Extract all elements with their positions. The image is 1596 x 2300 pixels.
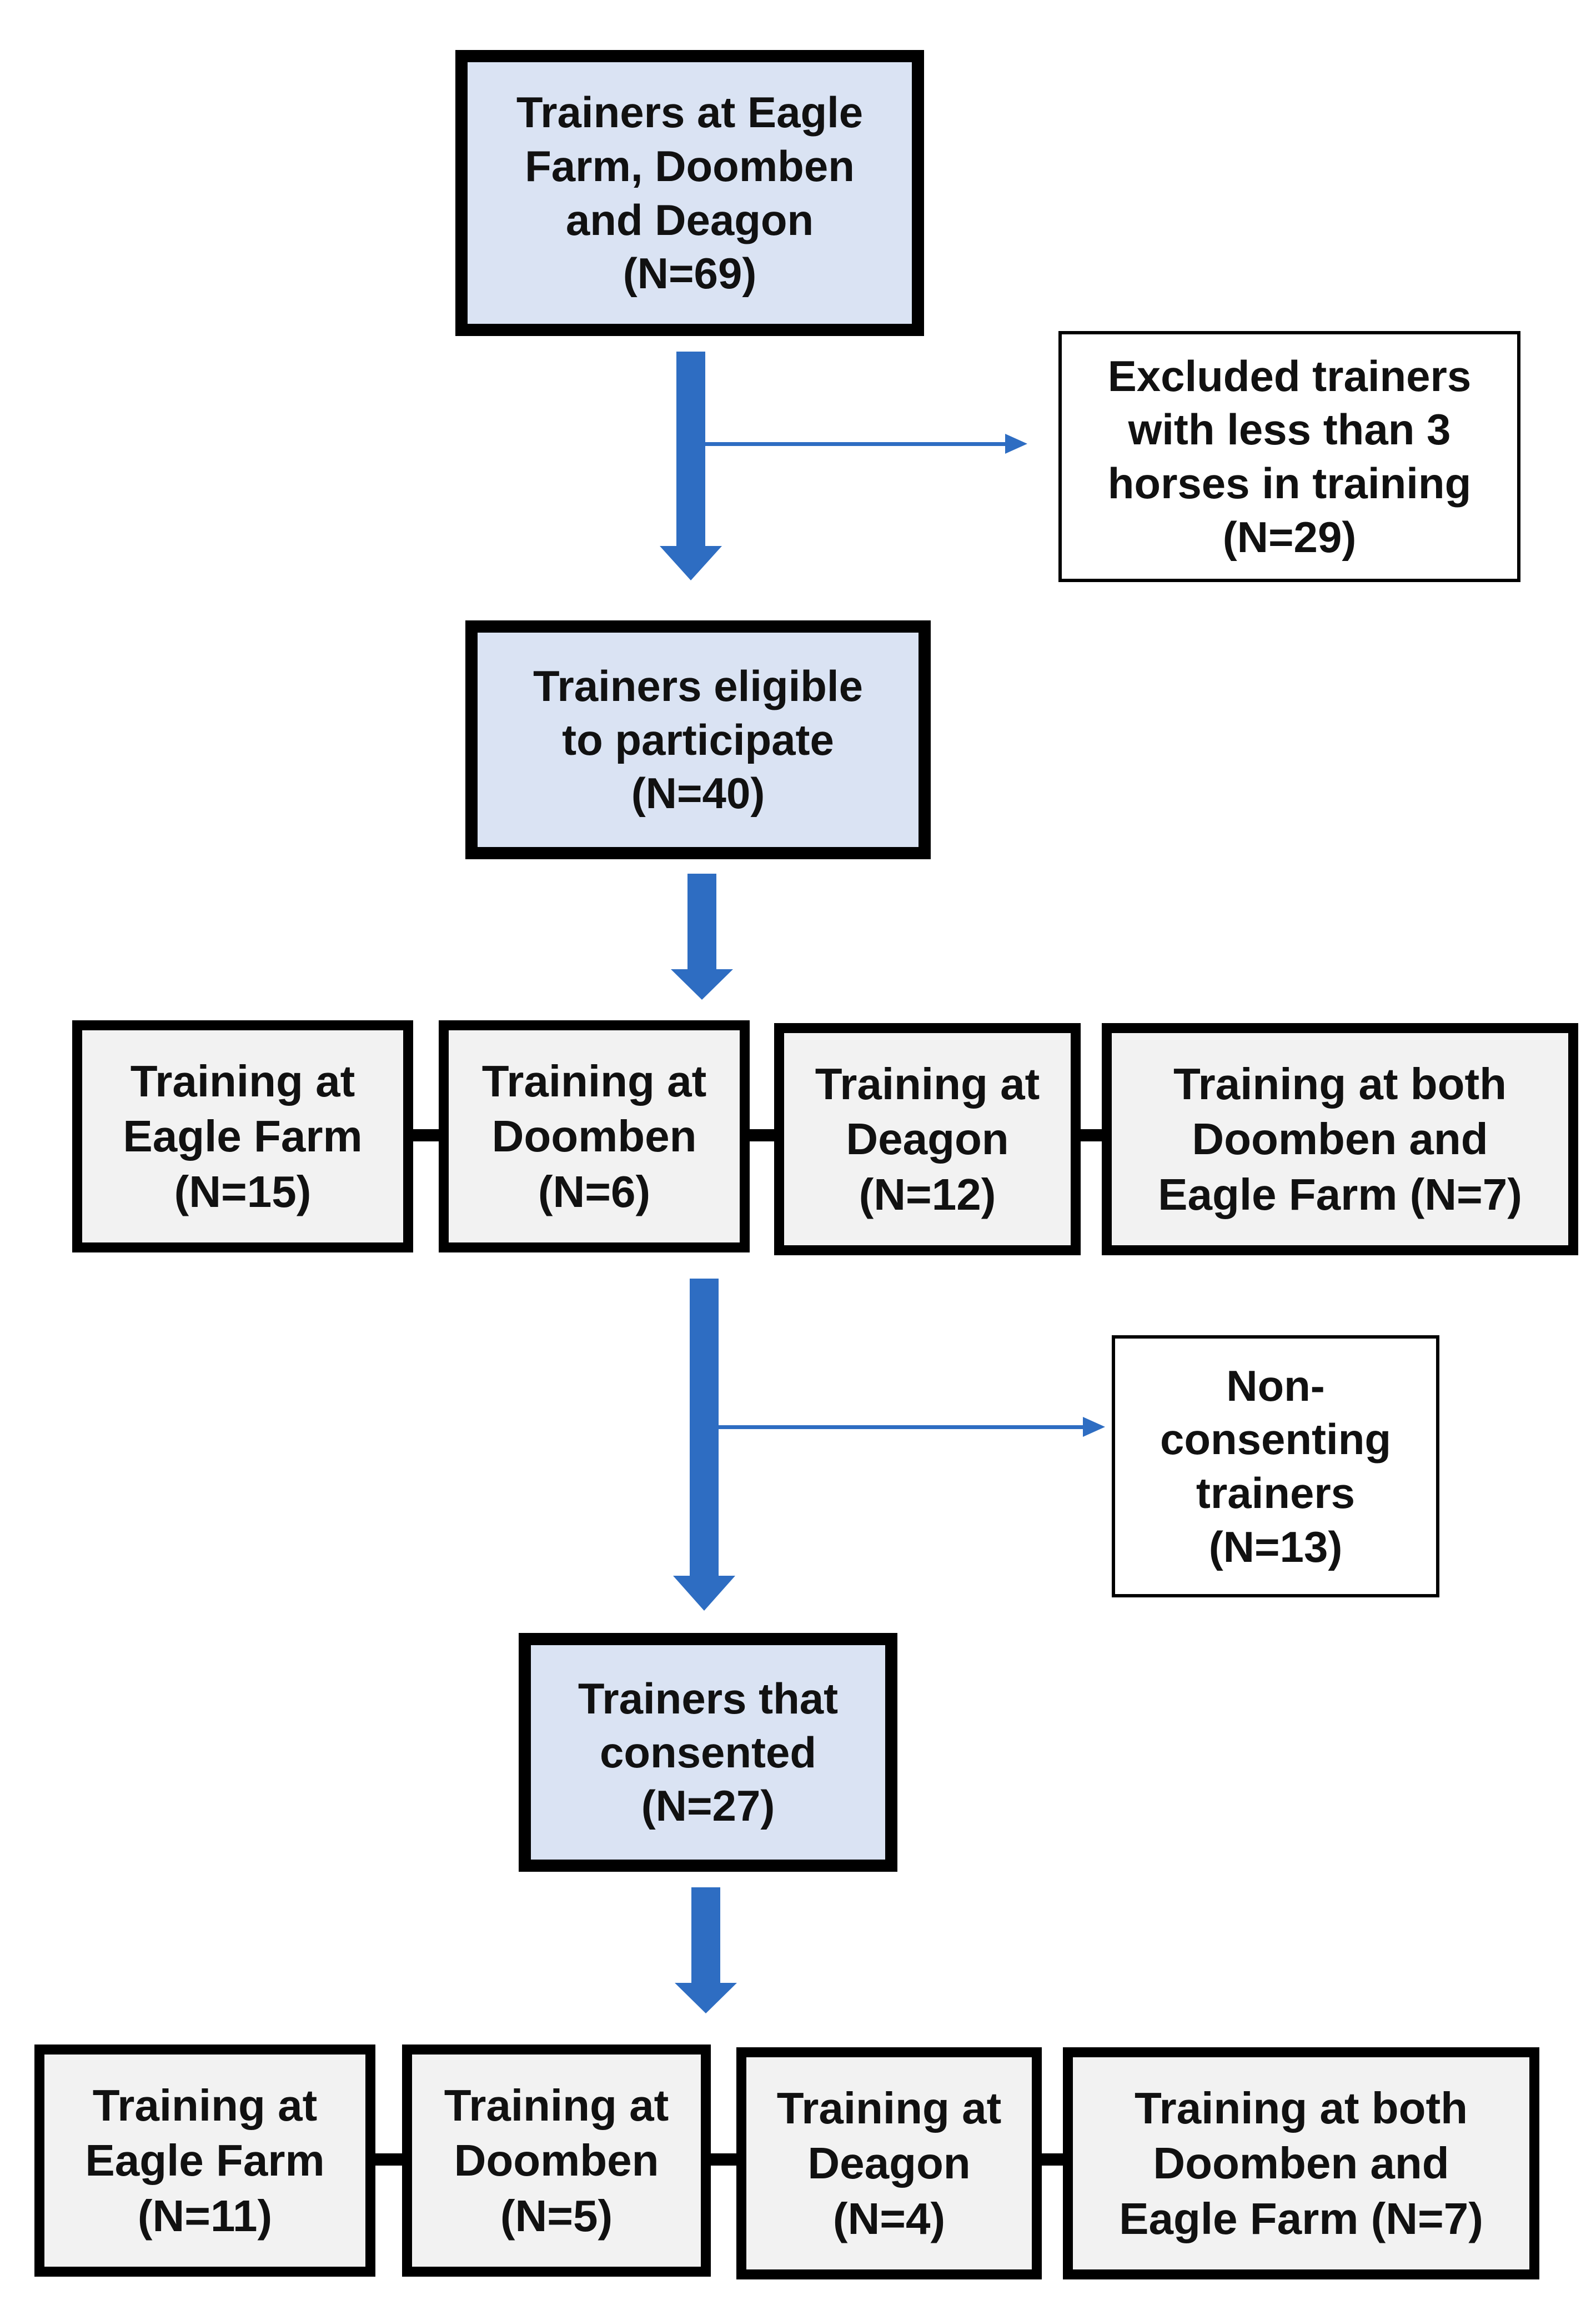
arrow-top-to-eligible bbox=[660, 352, 722, 580]
nonconsenting-trainers-box: Non- consenting trainers (N=13) bbox=[1112, 1335, 1439, 1597]
box-line: Trainers that bbox=[578, 1673, 839, 1723]
box-line: Trainers eligible bbox=[533, 661, 863, 710]
site-link-5-6 bbox=[375, 2153, 402, 2166]
box-line: with less than 3 bbox=[1128, 405, 1451, 454]
box-line: (N=11) bbox=[137, 2191, 273, 2241]
box-line: consented bbox=[599, 1727, 817, 1777]
box-line: Doomben bbox=[454, 2136, 659, 2186]
box-line: Farm, Doomben bbox=[525, 141, 855, 191]
box-line: (N=5) bbox=[500, 2191, 613, 2241]
box-line: (N=12) bbox=[859, 1169, 996, 1219]
box-line: Training at both bbox=[1173, 1059, 1507, 1109]
box-line: Eagle Farm (N=7) bbox=[1119, 2193, 1483, 2243]
box-line: Excluded trainers bbox=[1107, 351, 1472, 400]
eligible-trainers-box: Trainers eligible to participate (N=40) bbox=[465, 620, 931, 859]
site-link-3-4 bbox=[1081, 1129, 1102, 1141]
box-line: Eagle Farm bbox=[123, 1111, 363, 1161]
branch-arrow-excluded bbox=[705, 434, 1027, 454]
arrow-eligible-to-sites bbox=[671, 874, 733, 1000]
box-line: and Deagon bbox=[565, 195, 814, 244]
box-line: consenting bbox=[1160, 1415, 1391, 1464]
box-line: (N=27) bbox=[641, 1781, 775, 1831]
box-line: horses in training bbox=[1107, 459, 1472, 508]
box-line: Training at bbox=[481, 1056, 707, 1106]
box-line: Training at bbox=[815, 1059, 1040, 1109]
box-line: Training at bbox=[130, 1056, 355, 1106]
site-link-6-7 bbox=[711, 2153, 736, 2166]
box-line: Doomben and bbox=[1153, 2138, 1449, 2188]
site-box-eagle-farm-consented: Training at Eagle Farm (N=11) bbox=[34, 2045, 375, 2277]
site-box-both: Training at both Doomben and Eagle Farm … bbox=[1102, 1023, 1578, 1255]
site-box-doomben: Training at Doomben (N=6) bbox=[439, 1020, 750, 1252]
site-box-eagle-farm: Training at Eagle Farm (N=15) bbox=[72, 1020, 413, 1252]
box-line: Trainers at Eagle bbox=[516, 88, 864, 137]
box-line: (N=40) bbox=[631, 769, 765, 818]
site-box-both-consented: Training at both Doomben and Eagle Farm … bbox=[1063, 2047, 1539, 2279]
box-line: Training at bbox=[444, 2081, 669, 2131]
box-line: (N=6) bbox=[538, 1166, 651, 1216]
site-link-2-3 bbox=[750, 1129, 774, 1141]
box-line: Training at both bbox=[1135, 2083, 1468, 2133]
consented-trainers-box: Trainers that consented (N=27) bbox=[519, 1633, 897, 1872]
box-line: trainers bbox=[1196, 1469, 1356, 1517]
box-line: Deagon bbox=[807, 2138, 971, 2188]
box-line: (N=29) bbox=[1222, 512, 1357, 562]
box-line: Eagle Farm bbox=[85, 2136, 325, 2186]
box-line: Doomben bbox=[491, 1111, 697, 1161]
box-line: (N=13) bbox=[1208, 1522, 1343, 1571]
branch-arrow-nonconsent bbox=[719, 1417, 1105, 1437]
site-link-7-8 bbox=[1042, 2153, 1063, 2166]
excluded-trainers-box: Excluded trainers with less than 3 horse… bbox=[1058, 331, 1520, 582]
arrow-consented-to-sites bbox=[675, 1887, 737, 2013]
box-line: (N=69) bbox=[623, 249, 757, 298]
box-line: Training at bbox=[776, 2083, 1002, 2133]
site-box-deagon: Training at Deagon (N=12) bbox=[774, 1023, 1081, 1255]
site-box-doomben-consented: Training at Doomben (N=5) bbox=[402, 2045, 711, 2277]
site-box-deagon-consented: Training at Deagon (N=4) bbox=[736, 2047, 1042, 2279]
box-line: to participate bbox=[562, 715, 834, 764]
box-line: Doomben and bbox=[1192, 1114, 1488, 1164]
box-line: Training at bbox=[92, 2081, 318, 2131]
box-line: Non- bbox=[1226, 1361, 1325, 1410]
site-link-1-2 bbox=[413, 1129, 439, 1141]
box-line: Eagle Farm (N=7) bbox=[1158, 1169, 1522, 1219]
arrow-sites-to-consented bbox=[673, 1279, 735, 1611]
box-line: (N=15) bbox=[174, 1166, 312, 1216]
box-line: (N=4) bbox=[832, 2193, 946, 2243]
total-trainers-box: Trainers at Eagle Farm, Doomben and Deag… bbox=[455, 50, 924, 336]
box-line: Deagon bbox=[846, 1114, 1009, 1164]
